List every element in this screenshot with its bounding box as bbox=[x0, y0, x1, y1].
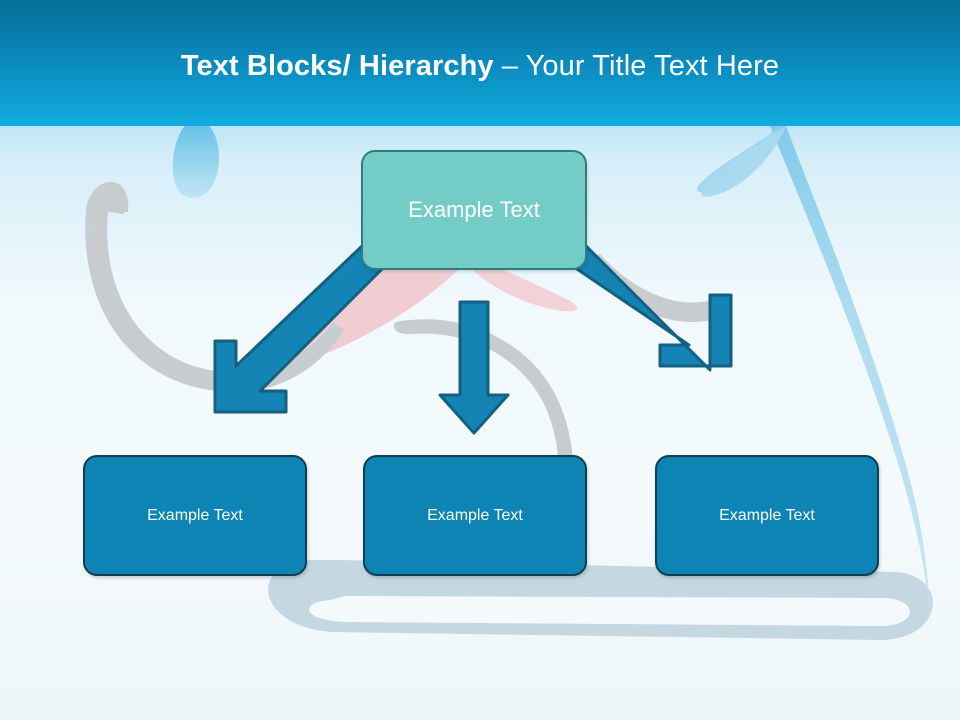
arrow-to-child-2 bbox=[438, 300, 510, 435]
node-root-label: Example Text bbox=[408, 197, 540, 222]
page-title-strong: Text Blocks/ Hierarchy bbox=[180, 50, 502, 82]
page-title: Text Blocks/ Hierarchy – Your Title Text… bbox=[0, 50, 960, 83]
node-child-2[interactable]: Example Text bbox=[363, 455, 587, 576]
arrow-to-child-3 bbox=[544, 225, 733, 372]
node-child-3-label: Example Text bbox=[719, 506, 815, 524]
arrow-to-child-1 bbox=[213, 225, 405, 414]
node-child-2-label: Example Text bbox=[427, 506, 523, 524]
node-child-1[interactable]: Example Text bbox=[83, 455, 307, 576]
node-child-3[interactable]: Example Text bbox=[655, 455, 879, 576]
page-title-light: – Your Title Text Here bbox=[501, 50, 780, 82]
title-banner bbox=[0, 0, 960, 126]
node-child-1-label: Example Text bbox=[147, 506, 243, 524]
node-root[interactable]: Example Text bbox=[361, 150, 587, 270]
